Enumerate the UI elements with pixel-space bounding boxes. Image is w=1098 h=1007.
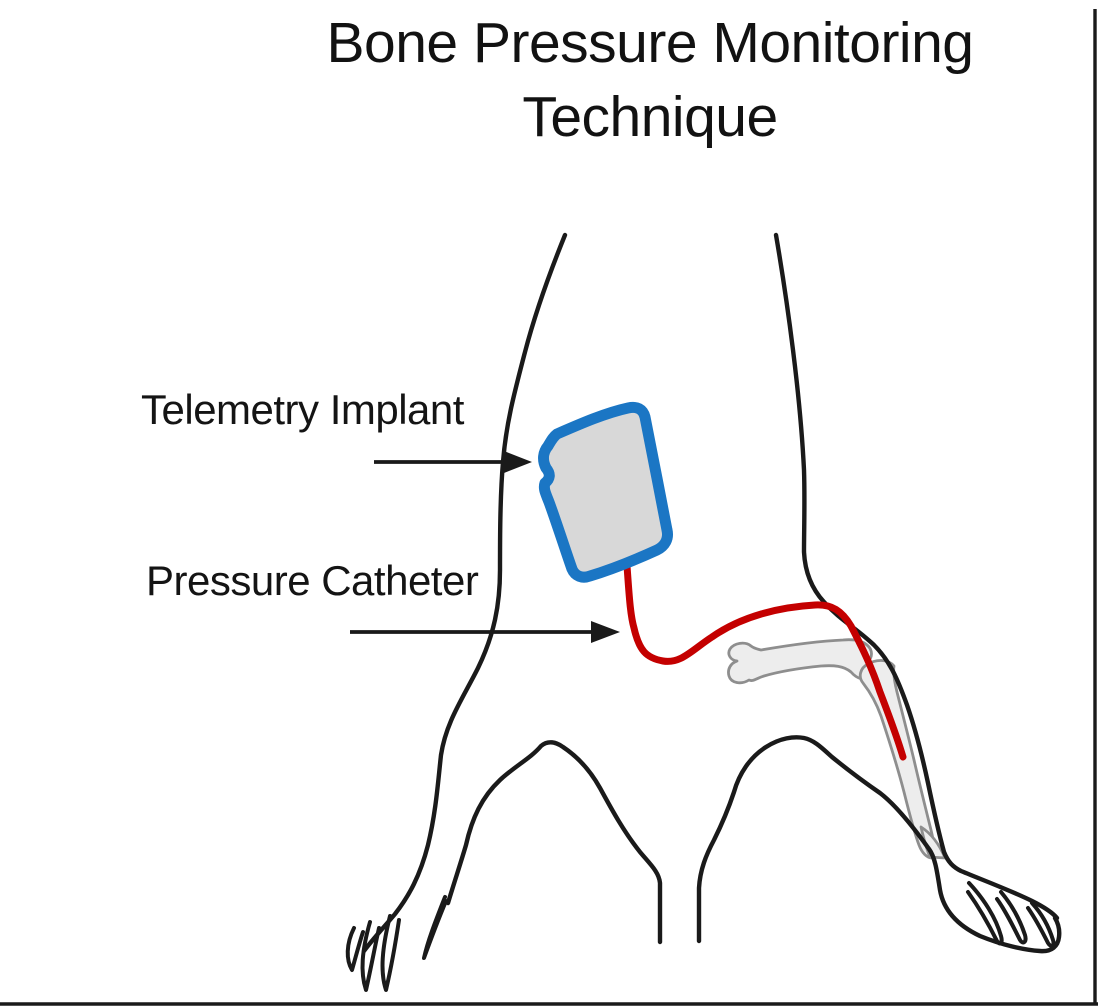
telemetry-implant-shape bbox=[538, 401, 673, 583]
right-foot-claw-1 bbox=[966, 881, 1004, 946]
femur-bone bbox=[727, 638, 876, 685]
telemetry-implant-label: Telemetry Implant bbox=[141, 386, 464, 433]
body-outline-group bbox=[345, 232, 1062, 992]
left-foot-claw-4 bbox=[422, 895, 448, 960]
pressure-catheter-label: Pressure Catheter bbox=[146, 557, 479, 604]
catheter-arrow-icon bbox=[350, 621, 620, 643]
left-foot-claw-1 bbox=[345, 926, 365, 972]
page-title-line1: Bone Pressure Monitoring bbox=[326, 11, 974, 75]
right-foot-claw-2 bbox=[995, 890, 1028, 945]
skeleton-group bbox=[727, 638, 947, 860]
pressure-catheter-line bbox=[623, 562, 907, 761]
left-foot-claw-3 bbox=[380, 914, 401, 992]
page-title: Bone Pressure Monitoring Technique bbox=[150, 6, 1098, 154]
catheter-arrowhead bbox=[591, 621, 620, 643]
left-foot-claw-2 bbox=[360, 920, 381, 992]
telemetry-arrowhead bbox=[504, 451, 532, 473]
inner-leg-right bbox=[696, 735, 1062, 954]
right-foot-claw-3 bbox=[1026, 901, 1056, 948]
body-outline-left bbox=[361, 232, 568, 954]
page-title-line2: Technique bbox=[522, 85, 778, 149]
inner-leg-left bbox=[445, 740, 663, 945]
body-outline-right bbox=[773, 232, 1060, 921]
telemetry-arrow-icon bbox=[374, 451, 532, 473]
